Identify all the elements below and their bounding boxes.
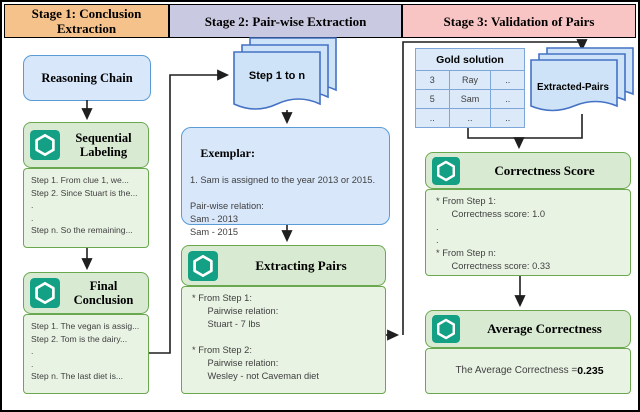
exemplar-lines: 1. Sam is assigned to the year 2013 or 2…	[190, 175, 376, 237]
final-conclusion-box: Final Conclusion	[23, 272, 149, 314]
table-cell: ..	[448, 108, 492, 128]
table-cell: ..	[415, 108, 450, 128]
openai-logo-icon	[432, 315, 460, 343]
steps-document-stack-icon	[233, 37, 337, 110]
final-conclusion-title: Final Conclusion	[73, 279, 134, 307]
sequential-labeling-box: Sequential Labeling	[23, 122, 149, 168]
stage1-header: Stage 1: Conclusion Extraction	[4, 4, 169, 38]
openai-logo-icon	[30, 130, 60, 160]
table-cell: Sam	[448, 89, 492, 109]
openai-logo-icon	[30, 278, 60, 308]
average-correctness-value: 0.235	[577, 365, 604, 378]
average-correctness-title: Average Correctness	[487, 321, 602, 336]
extracting-pairs-title: Extracting Pairs	[255, 257, 347, 273]
openai-logo-icon	[188, 250, 218, 281]
average-correctness-box: Average Correctness	[425, 310, 631, 348]
table-cell: 5	[415, 89, 450, 109]
exemplar-title: Exemplar:	[200, 146, 255, 160]
steps-doc-label: Step 1 to n	[248, 70, 306, 82]
table-cell: Ray	[448, 70, 492, 90]
stage2-header: Stage 2: Pair-wise Extraction	[169, 4, 402, 38]
extracting-pairs-box: Extracting Pairs	[181, 245, 386, 286]
gold-solution-title: Gold solution	[415, 48, 525, 71]
correctness-score-output: * From Step 1: Correctness score: 1.0 . …	[425, 189, 631, 276]
extracted-pairs-label: Extracted-Pairs	[537, 82, 609, 93]
openai-logo-icon	[432, 156, 460, 185]
average-correctness-text: The Average Correctness =	[455, 365, 578, 377]
correctness-score-title: Correctness Score	[494, 162, 595, 178]
table-cell: 3	[415, 70, 450, 90]
sequential-labeling-steps: Step 1. From clue 1, we... Step 2. Since…	[23, 168, 149, 248]
table-cell: ..	[490, 108, 525, 128]
average-correctness-result: The Average Correctness = 0.235	[425, 348, 631, 394]
sequential-labeling-title: Sequential Labeling	[75, 131, 132, 159]
table-cell: ..	[490, 70, 525, 90]
exemplar-box: Exemplar: 1. Sam is assigned to the year…	[181, 127, 390, 237]
stage3-header: Stage 3: Validation of Pairs	[402, 4, 636, 38]
final-conclusion-steps: Step 1. The vegan is assig... Step 2. To…	[23, 314, 149, 394]
table-cell: ..	[490, 89, 525, 109]
correctness-score-box: Correctness Score	[425, 152, 631, 189]
reasoning-chain-box: Reasoning Chain	[23, 55, 151, 101]
extracting-pairs-output: * From Step 1: Pairwise relation: Stuart…	[181, 286, 386, 394]
gold-solution-table: Gold solution 3 Ray .. 5 Sam .. .. .. ..	[415, 48, 525, 128]
